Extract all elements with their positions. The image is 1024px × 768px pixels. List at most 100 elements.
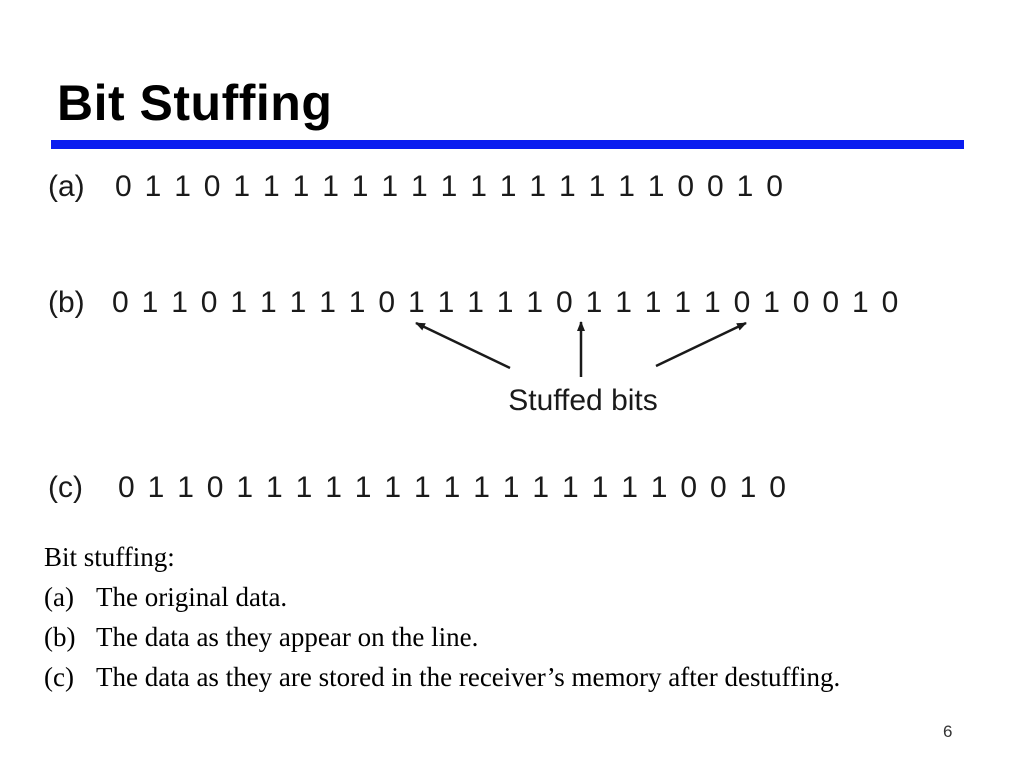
bit: 0: [201, 286, 218, 319]
bit: 0: [793, 286, 810, 319]
bit: 1: [381, 170, 398, 203]
row-label-a: (a): [48, 170, 85, 203]
bit: 1: [615, 286, 632, 319]
bit: 1: [648, 170, 665, 203]
bit: 1: [674, 286, 691, 319]
slide-number: 6: [943, 722, 953, 741]
bit: 1: [236, 471, 253, 504]
bit: 1: [325, 471, 342, 504]
caption-heading: Bit stuffing:: [44, 542, 175, 572]
bit: 1: [352, 170, 369, 203]
bit: 1: [296, 471, 313, 504]
bit: 0: [112, 286, 129, 319]
bit: 1: [142, 286, 159, 319]
bit: 0: [882, 286, 899, 319]
bit: 1: [740, 471, 757, 504]
bit: 1: [562, 471, 579, 504]
bit: 1: [737, 170, 754, 203]
bit: 1: [529, 170, 546, 203]
bit: 1: [408, 286, 425, 319]
bit: 1: [174, 170, 191, 203]
bit: 1: [526, 286, 543, 319]
bit: 0: [115, 170, 132, 203]
bit: 1: [384, 471, 401, 504]
bit: 1: [355, 471, 372, 504]
bit: 1: [319, 286, 336, 319]
bit: 0: [707, 170, 724, 203]
caption-item-a: (a) The original data.: [44, 577, 924, 617]
bit: 1: [177, 471, 194, 504]
bit: 1: [414, 471, 431, 504]
bit: 1: [349, 286, 366, 319]
bit: 1: [470, 170, 487, 203]
slide-title: Bit Stuffing: [57, 75, 333, 131]
stuffed-bits-label: Stuffed bits: [508, 384, 658, 417]
caption-key: (c): [44, 662, 74, 692]
arrow-to-stuffed-bit-3: [655, 321, 747, 368]
bit: 1: [473, 471, 490, 504]
stuffed-bit: 0: [378, 286, 395, 319]
bit: 1: [263, 170, 280, 203]
bit: 1: [444, 471, 461, 504]
caption-key: (b): [44, 622, 76, 652]
bit: 1: [233, 170, 250, 203]
bit: 1: [148, 471, 165, 504]
stuffed-bit: 0: [734, 286, 751, 319]
bit: 1: [503, 471, 520, 504]
bit: 1: [645, 286, 662, 319]
bit: 0: [769, 471, 786, 504]
bit: 1: [438, 286, 455, 319]
bit: 0: [118, 471, 135, 504]
bit: 1: [411, 170, 428, 203]
bit: 0: [822, 286, 839, 319]
caption-key: (a): [44, 582, 74, 612]
bit: 1: [266, 471, 283, 504]
bit: 1: [500, 170, 517, 203]
bit: 1: [497, 286, 514, 319]
caption-text: The original data.: [96, 582, 288, 612]
row-label-c: (c): [48, 471, 83, 504]
stuffed-bits-callout: Stuffed bits: [415, 321, 747, 417]
bit: 0: [710, 471, 727, 504]
bit: 1: [651, 471, 668, 504]
stuffed-bit: 0: [556, 286, 573, 319]
bit: 0: [766, 170, 783, 203]
bit: 1: [260, 286, 277, 319]
title-underline: [51, 140, 964, 149]
bit: 1: [293, 170, 310, 203]
bit: 0: [677, 170, 694, 203]
row-label-b: (b): [48, 286, 85, 319]
bit: 1: [589, 170, 606, 203]
bit: 1: [290, 286, 307, 319]
bit: 0: [680, 471, 697, 504]
figure-caption: Bit stuffing: (a) The original data. (b)…: [44, 537, 924, 697]
bit: 1: [618, 170, 635, 203]
caption-item-c: (c) The data as they are stored in the r…: [44, 657, 924, 697]
bit: 0: [204, 170, 221, 203]
bit: 1: [171, 286, 188, 319]
bit: 1: [559, 170, 576, 203]
bit: 0: [207, 471, 224, 504]
bit: 1: [322, 170, 339, 203]
bit: 1: [704, 286, 721, 319]
bit: 1: [852, 286, 869, 319]
bit: 1: [592, 471, 609, 504]
bit: 1: [763, 286, 780, 319]
caption-text: The data as they appear on the line.: [96, 622, 479, 652]
arrow-to-stuffed-bit-1: [415, 321, 511, 370]
caption-text: The data as they are stored in the recei…: [96, 662, 841, 692]
bit: 1: [230, 286, 247, 319]
bit: 1: [586, 286, 603, 319]
bit: 1: [621, 471, 638, 504]
bit: 1: [467, 286, 484, 319]
bit: 1: [532, 471, 549, 504]
caption-item-b: (b) The data as they appear on the line.: [44, 617, 924, 657]
bit: 1: [145, 170, 162, 203]
